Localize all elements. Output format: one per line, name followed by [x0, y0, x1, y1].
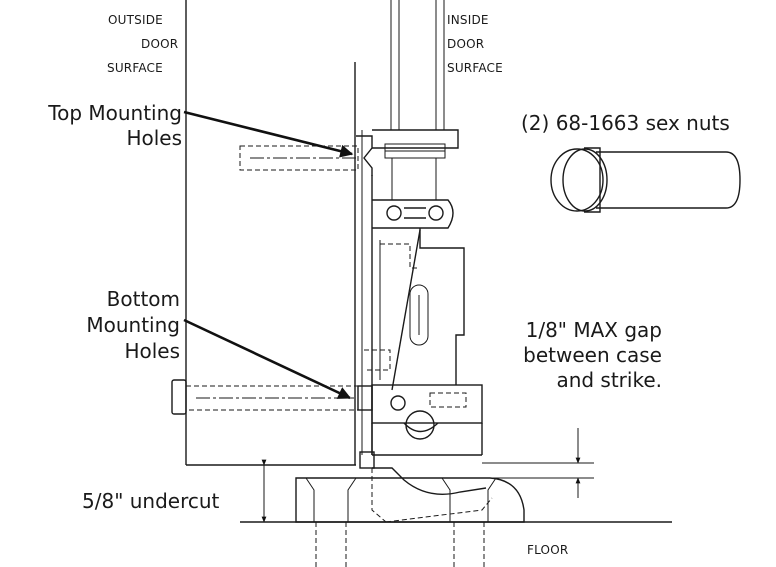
svg-text:between case: between case — [523, 343, 662, 367]
svg-text:Bottom: Bottom — [107, 287, 180, 311]
top-mounting-holes-label: Top Mounting Holes — [47, 101, 182, 150]
svg-text:Holes: Holes — [124, 339, 180, 363]
max-gap-label: 1/8" MAX gap between case and strike. — [523, 318, 662, 392]
sex-nuts-label: (2) 68-1663 sex nuts — [521, 111, 730, 135]
svg-text:DOOR: DOOR — [141, 37, 178, 51]
svg-text:and strike.: and strike. — [556, 368, 662, 392]
bottom-mounting-holes-label: Bottom Mounting Holes — [86, 287, 180, 363]
outside-door-surface-label: OUTSIDE DOOR SURFACE — [107, 13, 178, 75]
bottom-mounting-screws — [171, 379, 373, 415]
svg-text:INSIDE: INSIDE — [447, 13, 489, 27]
inside-door-lines — [390, 0, 445, 130]
svg-text:SURFACE: SURFACE — [447, 61, 503, 75]
strike-housing — [359, 384, 483, 469]
floor-strike-plate — [295, 467, 525, 567]
top-holes-arrow — [183, 110, 354, 158]
lock-case-body — [364, 129, 465, 455]
svg-text:SURFACE: SURFACE — [107, 61, 163, 75]
bottom-holes-arrow — [183, 318, 352, 400]
door-inner-edges — [354, 62, 363, 465]
floor-label: FLOOR — [527, 543, 568, 557]
svg-text:Mounting: Mounting — [86, 313, 180, 337]
door-outside-panel — [185, 0, 356, 466]
svg-text:Holes: Holes — [126, 126, 182, 150]
svg-text:1/8" MAX gap: 1/8" MAX gap — [526, 318, 662, 342]
undercut-label: 5/8" undercut — [82, 489, 220, 513]
gap-dimension — [482, 428, 594, 498]
svg-text:DOOR: DOOR — [447, 37, 484, 51]
svg-text:Top Mounting: Top Mounting — [47, 101, 182, 125]
inside-door-surface-label: INSIDE DOOR SURFACE — [447, 13, 503, 75]
sex-nut-icon — [550, 147, 741, 213]
top-mounting-holes-region — [239, 135, 373, 176]
svg-text:OUTSIDE: OUTSIDE — [108, 13, 163, 27]
